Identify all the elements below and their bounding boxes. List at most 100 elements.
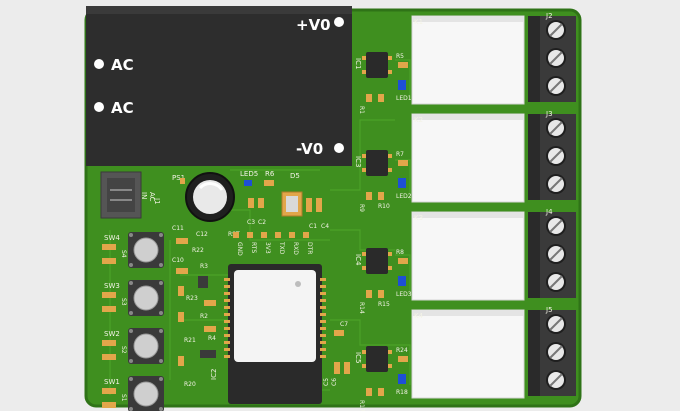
r21-label: R21 (184, 337, 196, 344)
esp-pad (224, 278, 230, 281)
psu-pin-vpos (334, 17, 344, 27)
ac-in-label-1: AC (148, 192, 156, 202)
c7-label: C7 (340, 321, 348, 328)
c2-label: C2 (258, 219, 266, 226)
esp-pad (224, 320, 230, 323)
esp-pad (320, 320, 326, 323)
c1-label: C1 (309, 223, 317, 230)
button-cap[interactable] (133, 381, 159, 407)
header-pin-label: RXD (292, 242, 299, 255)
psu-label-vpos: +V0 (296, 16, 331, 34)
esp-pad (320, 299, 326, 302)
relay-ref-label: K3 (414, 214, 423, 222)
relay-led (398, 374, 406, 384)
r20-label: R20 (184, 381, 196, 388)
relay-resistor-label: R14 (358, 302, 365, 314)
relay-resistor-label: R24 (396, 347, 408, 354)
terminal-ref-label: J2 (545, 12, 553, 20)
header-pin-label: 3V3 (264, 242, 271, 254)
relay-resistor-label: R7 (396, 151, 404, 158)
button-ref-label: SW2 (104, 330, 120, 338)
psu-label-ac-bottom: AC (111, 99, 134, 117)
psu-pin-ac-bottom (94, 102, 104, 112)
header-pin-label: DTR (306, 242, 313, 254)
relay-body (411, 211, 525, 301)
terminal-block (528, 114, 576, 200)
terminal-ref-label: J3 (545, 110, 553, 118)
esp-pad (224, 327, 230, 330)
button-cap[interactable] (133, 237, 159, 263)
esp-pad (224, 299, 230, 302)
relay-ref-label: K4 (414, 312, 424, 320)
button-sub-label: S1 (120, 394, 127, 402)
esp-pad (224, 306, 230, 309)
r4-label: R4 (208, 335, 216, 342)
esp-pad (224, 292, 230, 295)
r22-label: R22 (192, 247, 204, 254)
optocoupler (366, 346, 388, 372)
relay-led-label: LED3 (396, 291, 412, 298)
esp-pad (320, 348, 326, 351)
header-pin-label: TXD (278, 241, 285, 255)
psu-ref-label: PS1 (172, 174, 185, 182)
esp-pad (320, 313, 326, 316)
esp-pad (224, 334, 230, 337)
esp-pad (320, 355, 326, 358)
button-cap[interactable] (133, 333, 159, 359)
c5-label: C5 (323, 378, 330, 386)
relay-body (411, 309, 525, 399)
esp-pad (224, 285, 230, 288)
relay-resistor-label: R1 (358, 106, 365, 114)
r3-label: R3 (200, 263, 208, 270)
pcb-traces (109, 59, 411, 395)
esp-pad (320, 306, 326, 309)
relay-resistor-label: R15 (378, 301, 390, 308)
header-pin-label: RTS (250, 242, 257, 253)
button-ref-label: SW4 (104, 234, 120, 242)
c12-label: C12 (196, 231, 208, 238)
c10-label: C10 (172, 257, 184, 264)
opto-ref-label: IC1 (354, 58, 362, 69)
led5-label: LED5 (240, 170, 258, 178)
header-pin (275, 232, 281, 238)
header-pin (303, 232, 309, 238)
button-sub-label: S3 (120, 298, 127, 306)
d5-label: D5 (290, 172, 300, 180)
ac-in-label-2: IN (140, 192, 148, 199)
relay-led-label: R18 (396, 389, 408, 396)
terminal-block (528, 310, 576, 396)
button-cap[interactable] (133, 285, 159, 311)
opto-ref-label: IC4 (354, 254, 362, 266)
relay-resistor-label: R9 (358, 204, 365, 212)
relay-led (398, 178, 406, 188)
c3-label: C3 (247, 219, 255, 226)
esp-pad (320, 341, 326, 344)
c4-label: C4 (321, 223, 329, 230)
button-ref-label: SW1 (104, 378, 120, 386)
header-pin (261, 232, 267, 238)
esp-pad (224, 355, 230, 358)
psu-label-ac-top: AC (111, 56, 134, 74)
esp-caps: C7 C5 C6 (323, 321, 350, 386)
relay-ref-label: K2 (414, 116, 423, 124)
relay-resistor-label: R8 (396, 249, 404, 256)
header-pin-label: GND (236, 242, 243, 256)
r23-label: R23 (186, 295, 198, 302)
psu-pin-vneg (334, 143, 344, 153)
ic2-label: IC2 (210, 369, 218, 380)
left-components: C11 C12 C10 R22 R3 R2 R23 R20 R21 R4 IC2 (172, 225, 218, 388)
button-sub-label: S2 (120, 346, 127, 354)
opto-ref-label: IC3 (354, 156, 362, 167)
relay-led-label: LED2 (396, 193, 412, 200)
relay-channels: K1J2IC1R5R1LED1K2J3IC3R7R9LED2R10K3J4IC4… (354, 12, 576, 411)
